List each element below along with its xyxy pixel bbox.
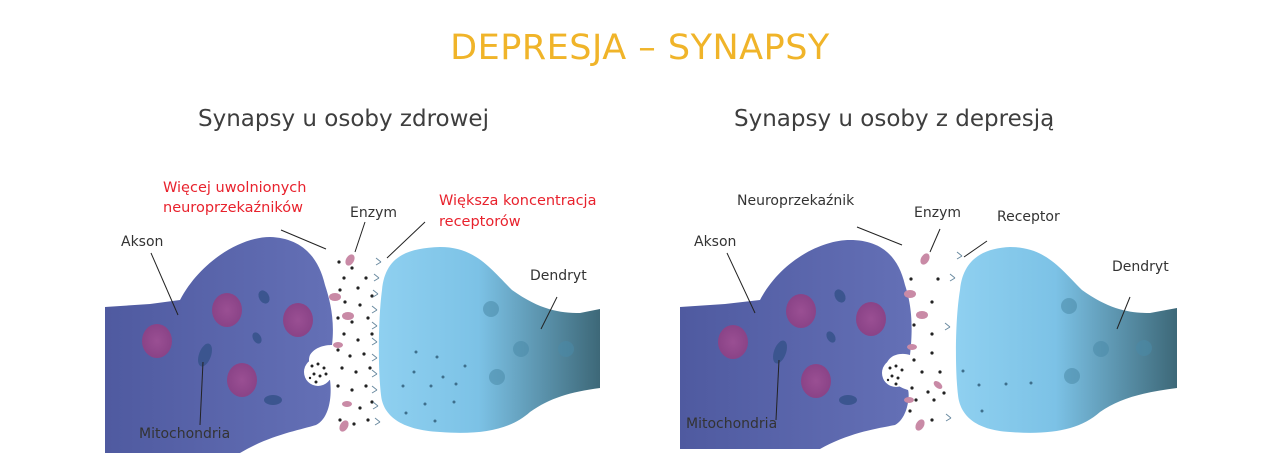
leader-akson: [150, 252, 179, 316]
label-akson: Akson: [694, 234, 737, 250]
label-enzym: Enzym: [914, 205, 961, 221]
leader-receptor: [963, 240, 988, 258]
leader-dendryt: [540, 296, 558, 330]
panel-heading-healthy: Synapsy u osoby zdrowej: [198, 106, 489, 132]
page-title: DEPRESJA – SYNAPSY: [450, 28, 830, 68]
leader-receptors: [386, 221, 426, 259]
neurotransmitters: [908, 277, 946, 422]
panel-heading-depression: Synapsy u osoby z depresją: [734, 106, 1055, 132]
label-dendryt: Dendryt: [530, 268, 587, 284]
label-more-neurotransmitters-line1: Więcej uwolnionych: [163, 180, 307, 196]
mitochondrion: [834, 289, 846, 303]
label-mitochondria: Mitochondria: [686, 416, 778, 432]
label-mitochondria: Mitochondria: [139, 426, 231, 442]
receptors: [371, 257, 382, 426]
mitochondrion: [252, 332, 262, 344]
nucleus: [227, 363, 257, 397]
vesicle: [304, 358, 332, 386]
neurotransmitters: [336, 260, 374, 426]
leader-akson: [726, 252, 756, 314]
label-more-receptors-line1: Większa koncentracja: [439, 193, 597, 209]
nucleus: [786, 294, 816, 328]
mitochondrion: [773, 340, 787, 364]
mitochondrion: [826, 331, 836, 343]
enzymes: [904, 253, 943, 431]
leader-enzym: [929, 228, 941, 253]
nucleus: [142, 324, 172, 358]
leader-enzym: [354, 221, 366, 253]
mitochondrion: [198, 343, 212, 367]
receptors: [944, 251, 963, 422]
dendrite: [955, 247, 1177, 433]
nucleus: [856, 302, 886, 336]
nucleus: [283, 303, 313, 337]
label-receptor: Receptor: [997, 209, 1060, 225]
leader-mitochondria: [775, 359, 780, 421]
enzymes: [329, 254, 355, 432]
dendrite: [378, 247, 600, 433]
label-more-neurotransmitters-line2: neuroprzekaźników: [163, 200, 303, 216]
nucleus: [718, 325, 748, 359]
healthy-synapse: [105, 221, 600, 453]
axon-terminal: [105, 237, 333, 453]
leader-neurotransmitters: [280, 229, 327, 250]
nucleus: [212, 293, 242, 327]
label-enzym: Enzym: [350, 205, 397, 221]
depression-synapse: [680, 226, 1177, 449]
leader-neuroprzekaznik: [856, 226, 903, 246]
nucleus: [801, 364, 831, 398]
leader-dendryt: [1116, 296, 1131, 330]
leader-mitochondria: [199, 361, 204, 426]
label-more-receptors-line2: receptorów: [439, 214, 521, 230]
mitochondrion: [264, 395, 282, 405]
mitochondrion: [258, 290, 270, 304]
label-akson: Akson: [121, 234, 164, 250]
mitochondrion: [839, 395, 857, 405]
label-dendryt: Dendryt: [1112, 259, 1169, 275]
label-neuroprzekaznik: Neuroprzekaźnik: [737, 193, 855, 209]
